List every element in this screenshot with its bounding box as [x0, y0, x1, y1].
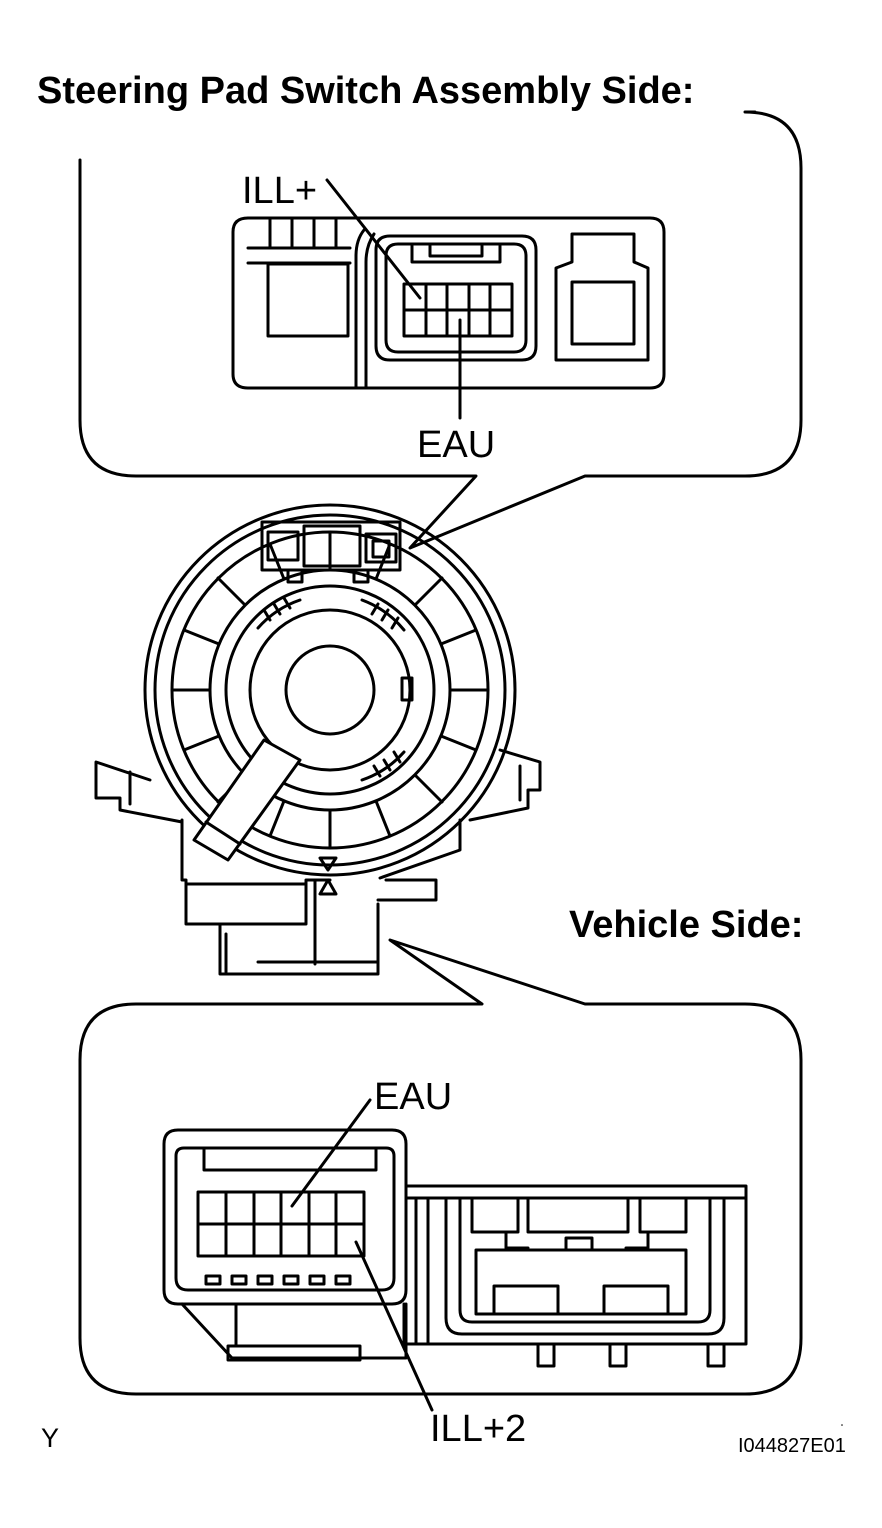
- pin-label-ill-plus: ILL+: [242, 170, 318, 212]
- eau-lower-leader: [290, 1098, 372, 1208]
- pin-label-ill-plus-2: ILL+2: [430, 1408, 527, 1450]
- pin-label-eau-upper: EAU: [417, 424, 496, 466]
- pin-label-eau-lower: EAU: [374, 1076, 453, 1118]
- ill-plus-leader: [325, 178, 422, 300]
- lower-callout-outline: [78, 938, 803, 1396]
- upper-callout-outline: [78, 110, 803, 550]
- clock-spring-assembly: [94, 503, 542, 976]
- lower-connector-housing: [162, 1128, 748, 1368]
- lower-title: Vehicle Side:: [569, 904, 804, 946]
- figure-code: I044827E01: [738, 1435, 846, 1457]
- upper-connector-housing: [231, 216, 666, 390]
- footer-letter: Y: [41, 1423, 60, 1453]
- ill-plus-2-leader: [354, 1240, 434, 1412]
- upper-title: Steering Pad Switch Assembly Side:: [37, 70, 695, 112]
